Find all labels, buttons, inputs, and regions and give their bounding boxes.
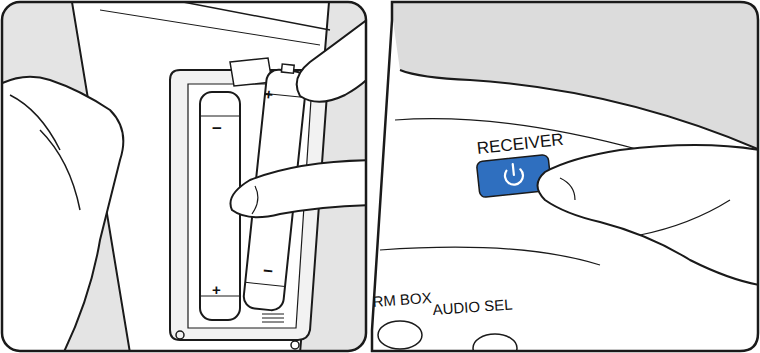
polarity-mark: −: [212, 120, 222, 137]
button-label: RM BOX: [372, 290, 432, 309]
polarity-mark: +: [263, 86, 273, 102]
polarity-mark: −: [262, 262, 274, 280]
polarity-mark: +: [212, 282, 221, 297]
